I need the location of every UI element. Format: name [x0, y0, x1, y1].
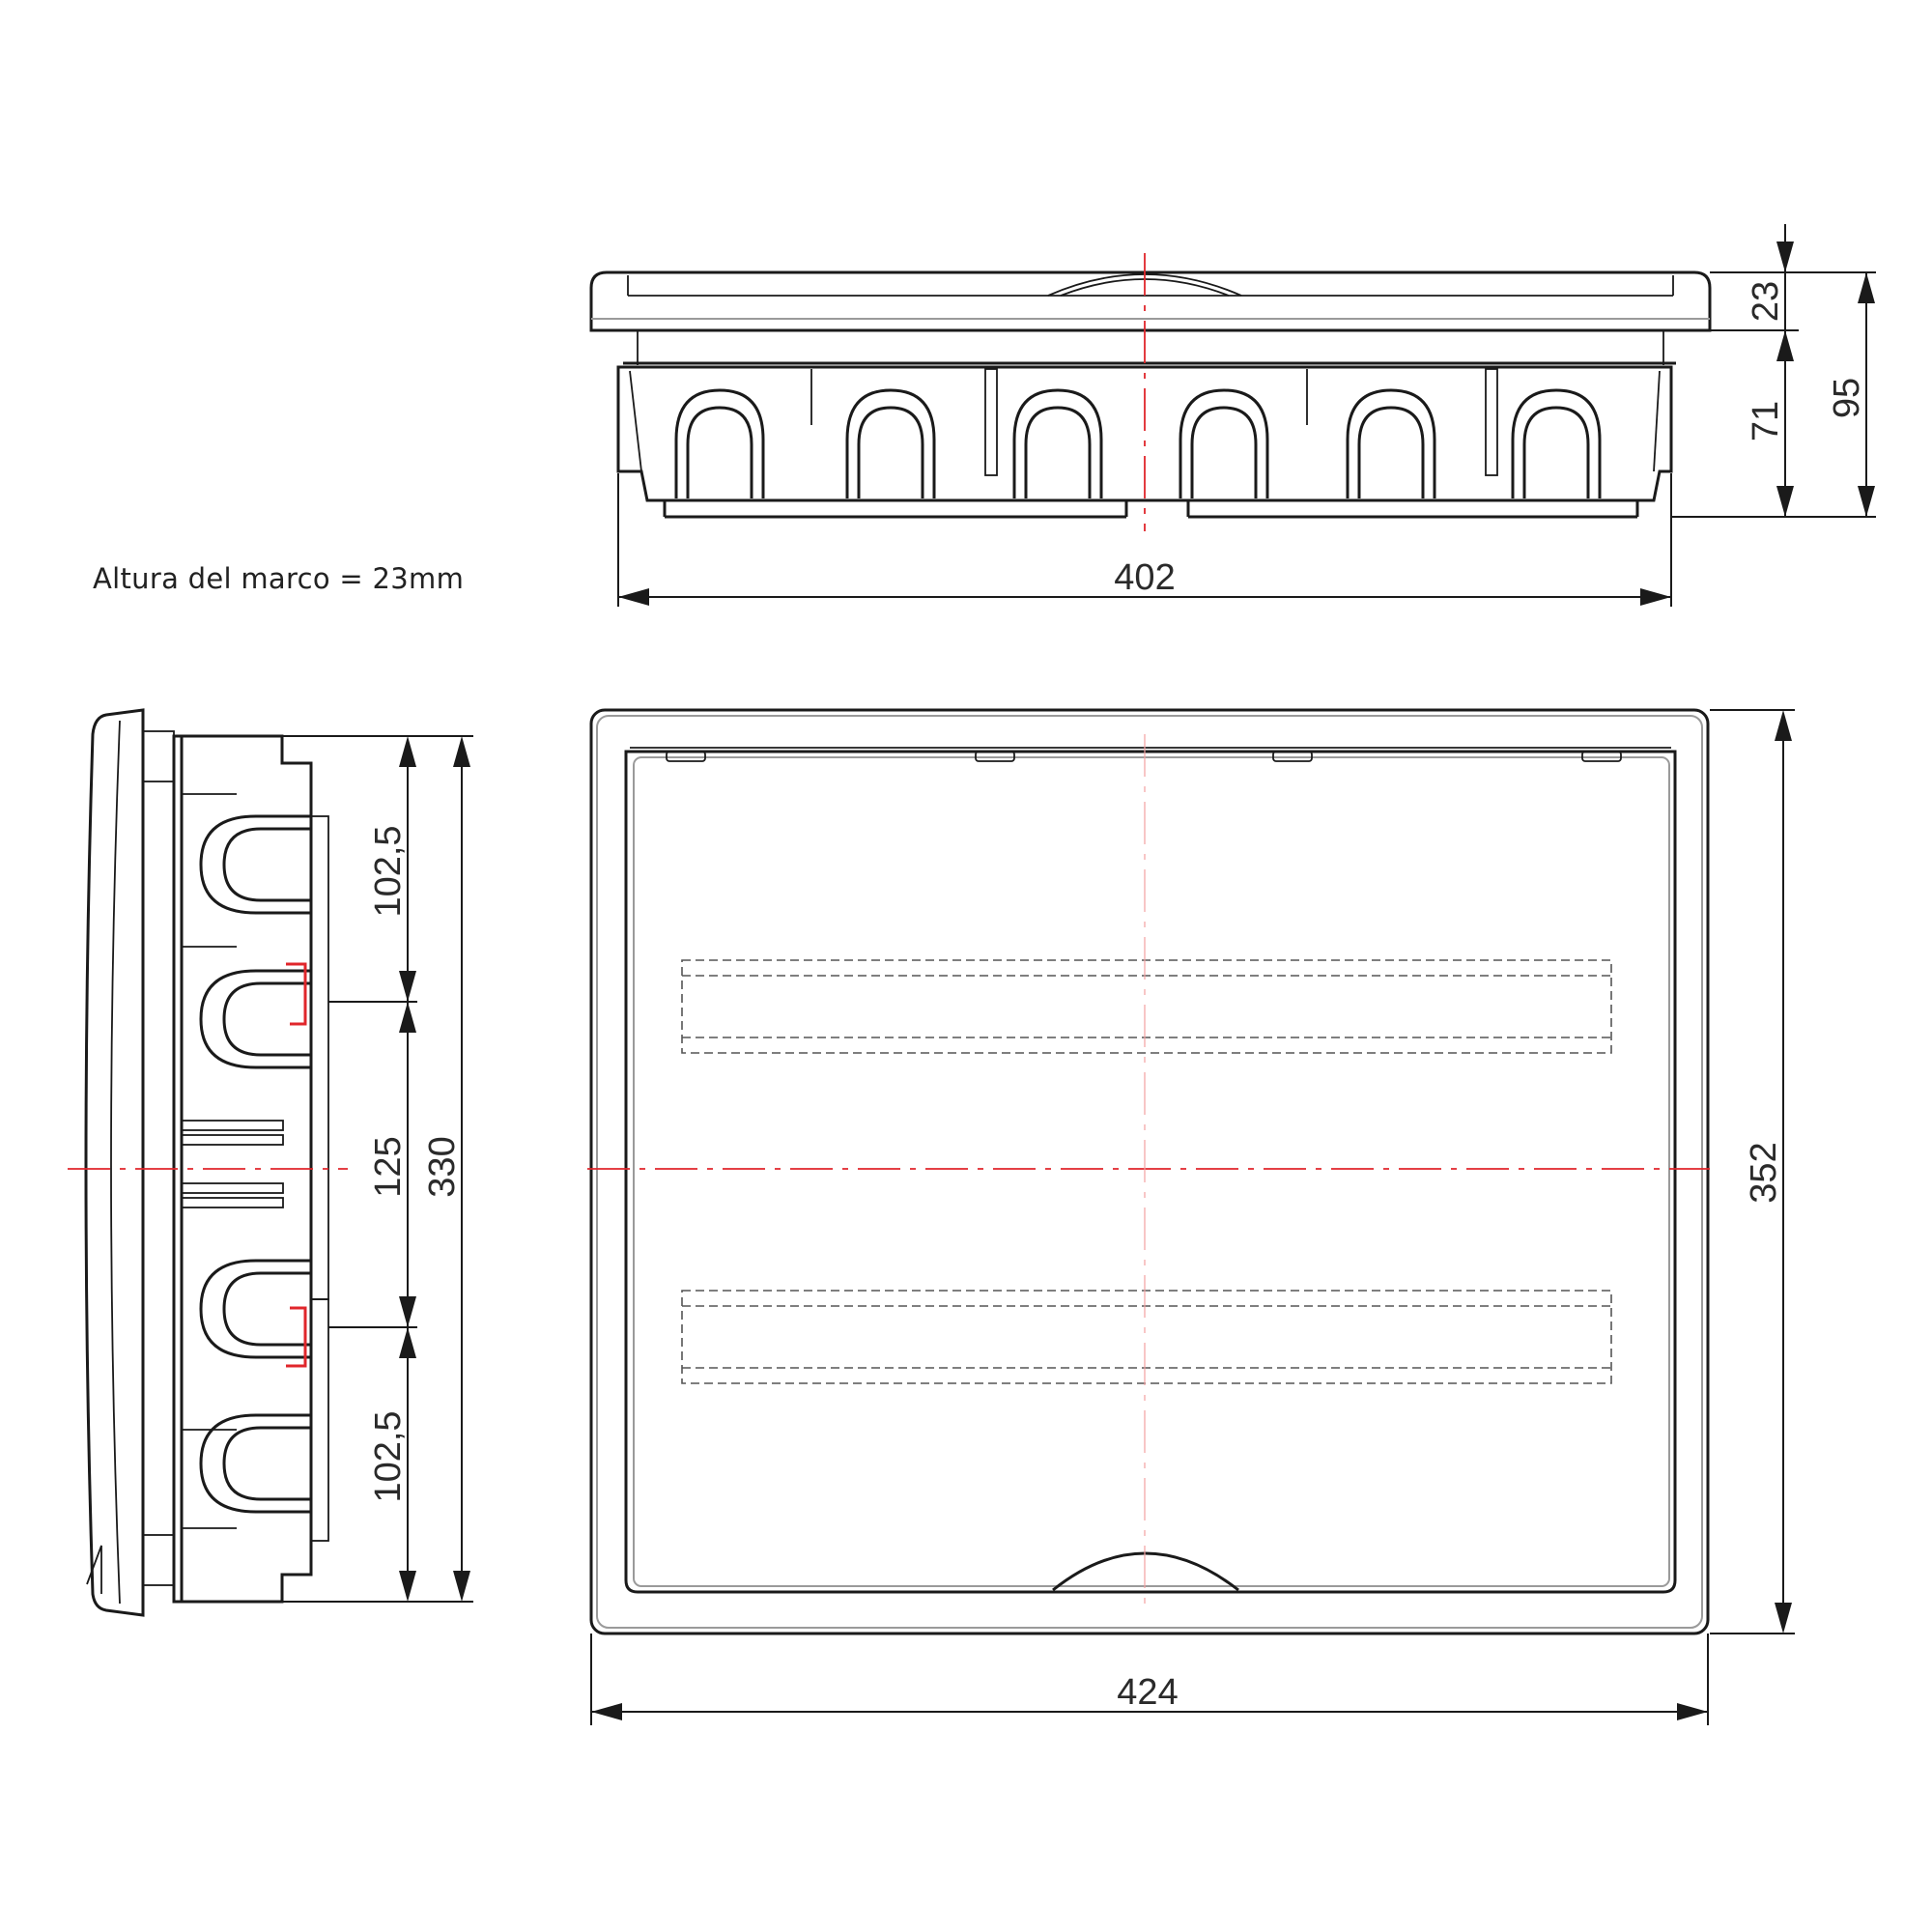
dim-total-depth: 95	[1827, 378, 1867, 418]
dim-box-depth: 71	[1746, 401, 1786, 441]
dim-box-height: 330	[422, 1136, 463, 1197]
dim-lower-spacing: 102,5	[368, 1410, 409, 1502]
dim-frame-height-front: 352	[1744, 1142, 1784, 1203]
top-view: 402 23 71 95	[589, 224, 1876, 607]
front-view: 352 424	[587, 708, 1795, 1725]
dim-frame-height: 23	[1746, 281, 1786, 322]
dim-upper-spacing: 102,5	[368, 825, 409, 917]
side-view: 102,5 125 102,5 330	[68, 708, 473, 1617]
dim-box-width: 402	[1114, 557, 1175, 598]
dim-frame-width: 424	[1117, 1672, 1178, 1713]
frame-height-note: Altura del marco = 23mm	[93, 562, 465, 595]
dim-middle-spacing: 125	[368, 1136, 409, 1197]
